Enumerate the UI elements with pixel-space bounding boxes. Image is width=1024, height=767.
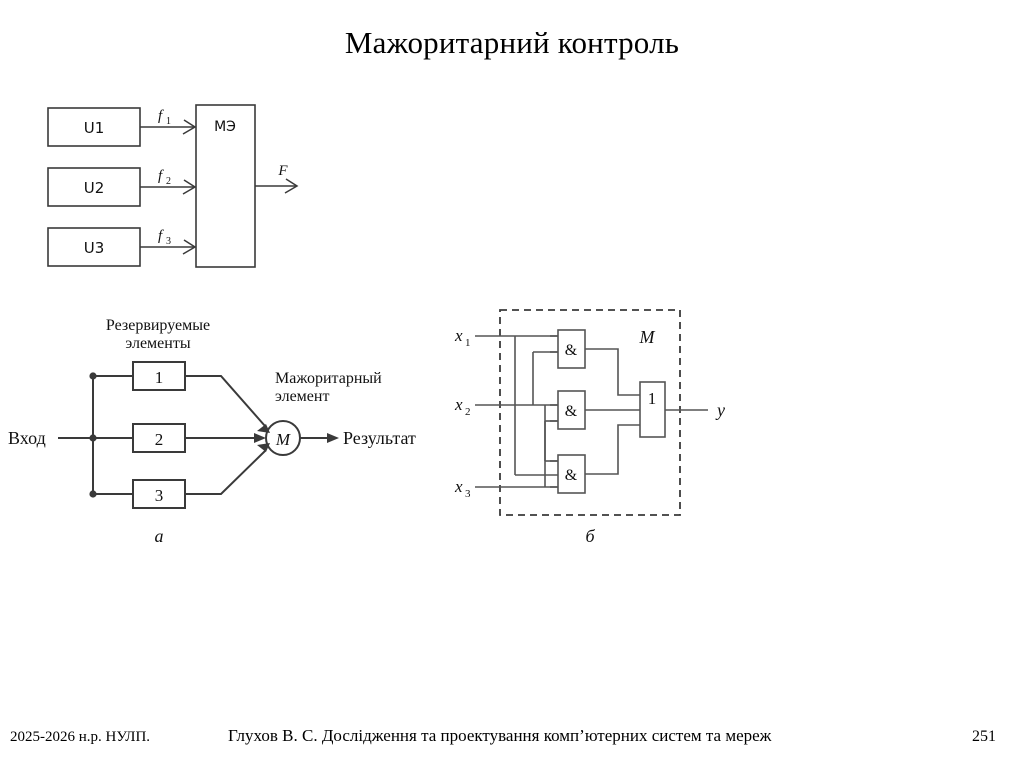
module-boundary-dashed-rect bbox=[499, 309, 681, 516]
and-gate-1-rect bbox=[557, 329, 586, 369]
and-gate-3-rect bbox=[557, 454, 586, 494]
signal-sub-f2: 2 bbox=[166, 176, 171, 187]
output-line-1 bbox=[185, 375, 266, 427]
and-gate-3-label: & bbox=[565, 467, 578, 484]
signal-label-f2: f bbox=[158, 168, 164, 184]
input-sub-x1: 1 bbox=[465, 337, 471, 349]
page-title: Мажоритарний контроль bbox=[344, 25, 680, 60]
input-label-x1: x bbox=[454, 326, 463, 345]
element-1-label: 1 bbox=[155, 368, 164, 387]
and3-output-line bbox=[585, 424, 640, 475]
arrowhead-f1 bbox=[182, 119, 197, 135]
arrowhead-to-m-3 bbox=[257, 443, 270, 452]
module-label-m: M bbox=[639, 327, 656, 347]
and-gate-2-label: & bbox=[565, 403, 578, 420]
figure-a-svg: Вход Резервируемые элементы 1 2 3 Мажори… bbox=[8, 317, 416, 546]
arrowhead-f2 bbox=[182, 179, 197, 195]
or-gate-label: 1 bbox=[648, 389, 657, 408]
footer-center-text: Глухов В. С. Дослідження та проектування… bbox=[228, 726, 772, 745]
block-me-label: МЭ bbox=[214, 119, 236, 135]
arrowhead-out-f bbox=[284, 178, 299, 194]
footer-page-number: 251 bbox=[972, 728, 996, 745]
arrowhead-to-m-1 bbox=[257, 424, 270, 433]
slide-footer: 2025-2026 н.р. НУЛП. Глухов В. С. Дослід… bbox=[0, 726, 1024, 756]
footer-left-text: 2025-2026 н.р. НУЛП. bbox=[10, 729, 151, 745]
junction-dot-2 bbox=[89, 434, 97, 442]
input-label-x3: x bbox=[454, 477, 463, 496]
signal-label-f3: f bbox=[158, 228, 164, 244]
block-u1-label: U1 bbox=[84, 119, 105, 137]
element-2-label: 2 bbox=[155, 430, 164, 449]
figure-a-redundancy-scheme: Вход Резервируемые элементы 1 2 3 Мажори… bbox=[0, 310, 450, 555]
signal-sub-f3: 3 bbox=[166, 236, 171, 247]
and1-output-line bbox=[585, 348, 640, 396]
element-3-label: 3 bbox=[155, 486, 164, 505]
signal-sub-f1: 1 bbox=[166, 116, 171, 127]
arrowhead-to-m-2 bbox=[254, 433, 266, 443]
input-label-x2: x bbox=[454, 395, 463, 414]
junction-dot-1 bbox=[89, 372, 97, 380]
and-gate-1-label: & bbox=[565, 342, 578, 359]
and-gate-2-rect bbox=[557, 390, 586, 430]
result-label: Результат bbox=[343, 428, 416, 448]
figure-b-logic-diagram: & & & 1 x 1 x 2 x 3 M y б bbox=[440, 295, 760, 555]
arrowhead-result bbox=[327, 433, 339, 443]
or-gate-rect bbox=[639, 381, 666, 438]
majority-element-label-line1: Мажоритарный bbox=[275, 370, 382, 387]
figure-top-block-diagram: U1 U2 U3 МЭ f 1 f 2 f 3 F bbox=[0, 90, 340, 285]
junction-dot-3 bbox=[89, 490, 97, 498]
output-label-f: F bbox=[277, 163, 288, 179]
figure-top-svg: U1 U2 U3 МЭ f 1 f 2 f 3 F bbox=[47, 104, 299, 268]
output-line-3 bbox=[185, 450, 266, 495]
input-sub-x2: 2 bbox=[465, 406, 471, 418]
figure-a-caption: а bbox=[155, 526, 164, 546]
figure-b-svg: & & & 1 x 1 x 2 x 3 M y б bbox=[454, 309, 725, 546]
input-sub-x3: 3 bbox=[465, 488, 471, 500]
block-u2-label: U2 bbox=[84, 179, 105, 197]
redundant-elements-label-line1: Резервируемые bbox=[106, 317, 210, 334]
majority-circle-label: M bbox=[275, 430, 291, 449]
input-label: Вход bbox=[8, 428, 46, 448]
arrowhead-f3 bbox=[182, 239, 197, 255]
output-label-y: y bbox=[715, 400, 725, 420]
signal-label-f1: f bbox=[158, 108, 164, 124]
redundant-elements-label-line2: элементы bbox=[125, 335, 190, 352]
figure-b-caption: б bbox=[585, 526, 595, 546]
block-u3-label: U3 bbox=[84, 239, 105, 257]
majority-element-label-line2: элемент bbox=[275, 388, 329, 405]
